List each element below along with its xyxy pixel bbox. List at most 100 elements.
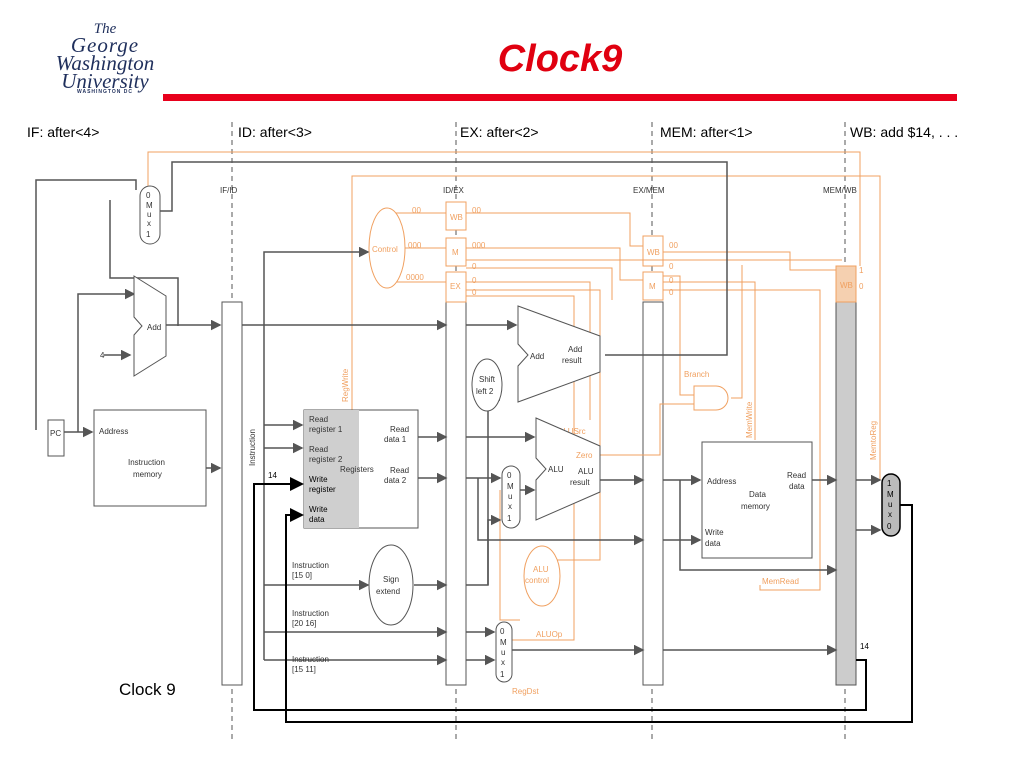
control-value: 0 bbox=[669, 288, 674, 297]
regdst-mux bbox=[495, 621, 513, 683]
idex-wb-box bbox=[445, 201, 467, 231]
regdst-label: RegDst bbox=[512, 687, 539, 696]
sign-extend bbox=[368, 544, 414, 626]
memread-label: MemRead bbox=[762, 577, 799, 586]
dm-label: data bbox=[789, 482, 805, 491]
ctrl-m-text: M bbox=[649, 282, 656, 291]
registers-label: Registers bbox=[340, 465, 374, 474]
wire bbox=[487, 399, 500, 585]
control-value: 00 bbox=[669, 241, 678, 250]
control-value: 0 bbox=[669, 262, 674, 271]
sign-extend-label: Sign bbox=[383, 575, 399, 584]
register-number-label: 14 bbox=[860, 642, 869, 651]
reg-label: Write bbox=[309, 505, 328, 514]
mux-label: 1 bbox=[500, 670, 505, 679]
dm-label: memory bbox=[741, 502, 770, 511]
control-value: 000 bbox=[472, 241, 486, 250]
control-value: 0 bbox=[472, 276, 477, 285]
instr-field-label: Instruction bbox=[292, 655, 329, 664]
dm-label: Data bbox=[749, 490, 766, 499]
idex-ex-box bbox=[445, 271, 467, 303]
wire bbox=[499, 490, 520, 621]
im-label: Instruction bbox=[128, 458, 165, 467]
mux-label: 0 bbox=[507, 471, 512, 480]
control-value: 0 bbox=[669, 276, 674, 285]
alu-label: ALU bbox=[548, 465, 564, 474]
mux-label: u bbox=[501, 648, 505, 657]
memwb-wb-box bbox=[835, 265, 857, 303]
stage-wb: WB: add $14, . . . bbox=[850, 124, 959, 140]
mux-label: 0 bbox=[500, 627, 505, 636]
memtoreg-label: MemtoReg bbox=[869, 421, 878, 460]
memwb-label: MEM/WB bbox=[823, 186, 857, 195]
slide-title: Clock9 bbox=[497, 38, 623, 80]
sign-extend-label: extend bbox=[376, 587, 400, 596]
ctrl-m-text: M bbox=[452, 248, 459, 257]
mux-label: 0 bbox=[887, 522, 892, 531]
alu bbox=[535, 417, 601, 521]
wire bbox=[263, 246, 370, 465]
mux-label: u bbox=[888, 500, 892, 509]
control-value: 0 bbox=[472, 262, 477, 271]
reg-label: data 1 bbox=[384, 435, 407, 444]
control-value: 0 bbox=[472, 288, 477, 297]
four-label: 4 bbox=[100, 351, 105, 360]
mux-label: 1 bbox=[146, 230, 151, 239]
im-address-label: Address bbox=[99, 427, 128, 436]
alu-result-label: result bbox=[570, 478, 590, 487]
mux-label: x bbox=[508, 502, 512, 511]
adder-label: Add bbox=[147, 323, 161, 332]
stage-ex: EX: after<2> bbox=[460, 124, 539, 140]
shift-left-2 bbox=[471, 358, 503, 412]
clock-label: Clock 9 bbox=[119, 680, 176, 699]
add-result-label: Add bbox=[568, 345, 582, 354]
pc-mux bbox=[139, 185, 161, 245]
instruction-memory bbox=[93, 409, 207, 507]
mux-label: u bbox=[508, 492, 512, 501]
reg-label: Read bbox=[390, 425, 409, 434]
mux-label: x bbox=[501, 658, 505, 667]
alu-control-label: ALU bbox=[533, 565, 549, 574]
reg-label: register 1 bbox=[309, 425, 343, 434]
regwrite-label: RegWrite bbox=[341, 368, 350, 402]
write-register-wire bbox=[253, 477, 867, 711]
idex-register bbox=[445, 301, 467, 686]
idex-label: ID/EX bbox=[443, 186, 465, 195]
mux-label: M bbox=[146, 201, 153, 210]
data-memory bbox=[701, 441, 813, 559]
dm-label: data bbox=[705, 539, 721, 548]
exmem-wb-box bbox=[642, 235, 664, 267]
mux-label: M bbox=[500, 638, 507, 647]
title-rule bbox=[163, 94, 957, 101]
ifid-register bbox=[221, 301, 243, 686]
memwrite-label: MemWrite bbox=[745, 401, 754, 438]
write-data-wire bbox=[285, 504, 913, 723]
stage-mem: MEM: after<1> bbox=[660, 124, 753, 140]
memread-wire bbox=[663, 289, 821, 591]
instr-field-label: [15 0] bbox=[292, 571, 312, 580]
wire bbox=[35, 179, 137, 430]
ctrl-wb-text: WB bbox=[450, 213, 463, 222]
zero-label: Zero bbox=[576, 451, 593, 460]
logo-line: The bbox=[93, 21, 117, 37]
im-label: memory bbox=[133, 470, 162, 479]
control-value: 00 bbox=[412, 206, 421, 215]
control-value: 0000 bbox=[406, 273, 424, 282]
idex-m-box bbox=[445, 237, 467, 267]
logo-line: University bbox=[61, 69, 149, 93]
reg-label: register 2 bbox=[309, 455, 343, 464]
wire bbox=[109, 200, 179, 326]
dm-label: Address bbox=[707, 477, 736, 486]
shift-label: Shift bbox=[479, 375, 496, 384]
wire bbox=[477, 478, 645, 546]
ctrl-wb-text: WB bbox=[647, 248, 660, 257]
wire bbox=[679, 480, 838, 576]
reg-label: data 2 bbox=[384, 476, 407, 485]
reg-label: Read bbox=[309, 445, 328, 454]
control-value: 00 bbox=[472, 206, 481, 215]
branch-and-gate bbox=[693, 385, 729, 411]
zero-wire bbox=[600, 403, 694, 456]
alusrc-label: ALUSrc bbox=[558, 427, 586, 436]
branch-label: Branch bbox=[684, 370, 709, 379]
